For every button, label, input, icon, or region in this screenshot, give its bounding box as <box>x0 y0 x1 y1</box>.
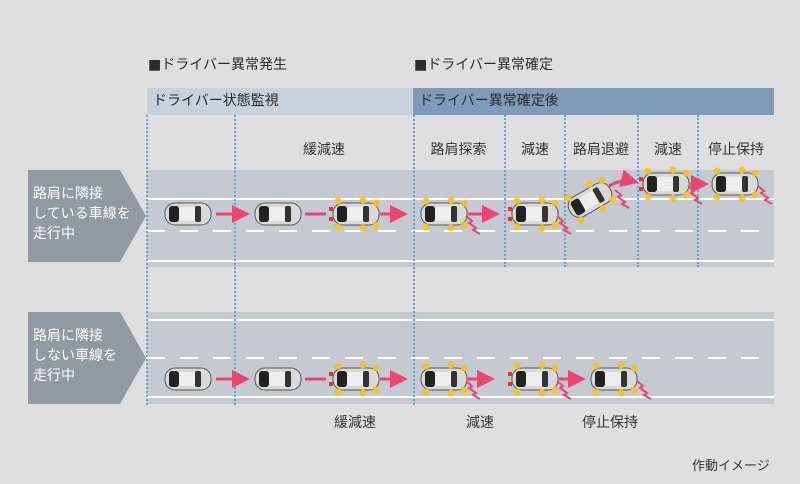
lane-label-not-adjacent-shoulder: 路肩に隣接 しない車線を 走行中 <box>28 312 148 404</box>
caption: 作動イメージ <box>692 459 770 474</box>
phase-stop-hold: 停止保持 <box>708 142 764 158</box>
lane-label-text: 路肩に隣接 している車線を 走行中 <box>33 186 131 242</box>
phase-shoulder-search: 路肩探索 <box>430 142 487 158</box>
event-anomaly-detected: ■ドライバー異常発生 <box>148 54 287 74</box>
guide-line <box>234 115 236 405</box>
road-lane-2-edge-top <box>147 319 774 321</box>
car-icon <box>164 367 212 391</box>
road-lane-2-edge-bottom <box>147 396 774 398</box>
header-monitoring-label: ドライバー状態監視 <box>153 93 279 109</box>
header-monitoring: ドライバー状態監視 <box>147 88 413 115</box>
car-hazard-icon <box>329 196 380 232</box>
road-lane-1-center-dash <box>147 230 767 232</box>
car-lane-change-icon <box>562 173 620 226</box>
car-hazard-icon <box>329 361 380 397</box>
header-after-confirmed-label: ドライバー異常確定後 <box>419 93 559 109</box>
road-lane-1-edge-top <box>147 198 774 200</box>
car-icon <box>164 202 212 226</box>
car-hazard-icon <box>508 196 572 235</box>
bottom-phase-decel: 減速 <box>466 415 494 431</box>
road-lane-1-edge-bottom <box>147 260 774 262</box>
event-anomaly-detected-label: ■ドライバー異常発生 <box>148 57 287 73</box>
lane-label-adjacent-shoulder: 路肩に隣接 している車線を 走行中 <box>28 170 148 262</box>
car-icon <box>254 202 302 226</box>
lane-label-text: 路肩に隣接 しない車線を 走行中 <box>33 328 117 384</box>
pentagon-arrow-shape <box>28 312 146 404</box>
car-icon <box>254 367 302 391</box>
guide-line <box>637 115 639 267</box>
bottom-phase-stop-hold: 停止保持 <box>582 415 638 431</box>
phase-shoulder-evacuate: 路肩退避 <box>573 142 629 158</box>
pentagon-arrow-shape <box>28 170 146 262</box>
event-anomaly-confirmed: ■ドライバー異常確定 <box>414 54 553 74</box>
bottom-phase-slow-decel: 緩減速 <box>334 415 376 431</box>
phase-decel: 減速 <box>654 142 682 158</box>
guide-line <box>413 115 415 405</box>
guide-line <box>146 115 148 405</box>
header-after-confirmed: ドライバー異常確定後 <box>413 88 774 115</box>
car-hazard-icon <box>590 361 652 400</box>
event-anomaly-confirmed-label: ■ドライバー異常確定 <box>414 57 553 73</box>
guide-line <box>564 115 566 267</box>
road-lane-2-center-dash <box>147 357 767 359</box>
phase-decel: 減速 <box>521 142 549 158</box>
arrow-icon <box>607 169 639 189</box>
phase-slow-decel: 緩減速 <box>303 142 345 158</box>
car-hazard-icon <box>711 166 773 205</box>
guide-line <box>504 115 506 267</box>
